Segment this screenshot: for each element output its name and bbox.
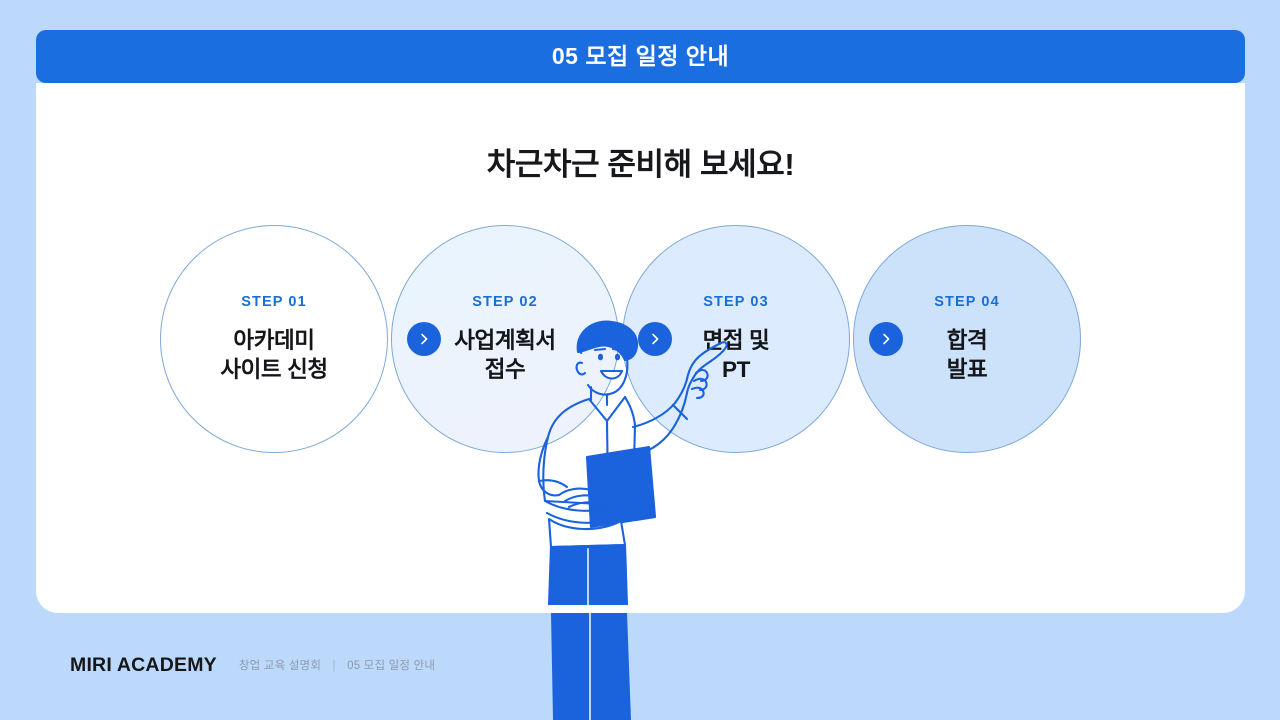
step-circle-1[interactable]: STEP 01 아카데미 사이트 신청 <box>160 225 388 453</box>
step-title-3-line1: 면접 및 <box>702 327 770 353</box>
step-title-4: 합격 발표 <box>947 327 988 385</box>
footer: MIRI ACADEMY 창업 교육 설명회 | 05 모집 일정 안내 <box>70 652 435 678</box>
step-connector-2 <box>638 322 672 356</box>
step-title-2-line2: 접수 <box>484 356 526 382</box>
step-title-2-line1: 사업계획서 <box>454 327 556 353</box>
step-title-4-line2: 발표 <box>946 356 988 382</box>
step-title-1-line1: 아카데미 <box>233 327 315 353</box>
steps-row: STEP 01 아카데미 사이트 신청 STEP 02 사업계획서 접수 STE… <box>160 225 1120 457</box>
chevron-right-icon <box>417 332 431 346</box>
footer-meta: 창업 교육 설명회 | 05 모집 일정 안내 <box>239 657 435 673</box>
footer-meta-right: 05 모집 일정 안내 <box>347 660 436 672</box>
step-circle-4[interactable]: STEP 04 합격 발표 <box>853 225 1081 453</box>
slide-header-bar: 05 모집 일정 안내 <box>36 30 1245 83</box>
step-connector-1 <box>407 322 441 356</box>
footer-meta-left: 창업 교육 설명회 <box>238 660 322 672</box>
presenter-legs <box>551 613 711 720</box>
footer-separator: | <box>332 660 336 672</box>
step-label-2: STEP 02 <box>472 293 538 310</box>
step-label-1: STEP 01 <box>241 293 307 310</box>
step-title-1: 아카데미 사이트 신청 <box>220 327 328 385</box>
step-title-3: 면접 및 PT <box>703 327 770 385</box>
step-label-4: STEP 04 <box>934 293 1000 310</box>
step-title-4-line1: 합격 <box>946 327 988 353</box>
content-card: 차근차근 준비해 보세요! STEP 01 아카데미 사이트 신청 STEP 0… <box>36 83 1245 613</box>
step-title-1-line2: 사이트 신청 <box>220 356 328 382</box>
step-title-2: 사업계획서 접수 <box>454 327 556 385</box>
page-title: 05 모집 일정 안내 <box>551 43 730 69</box>
brand-logo-text: MIRI ACADEMY <box>70 653 217 676</box>
step-connector-3 <box>869 322 903 356</box>
step-label-3: STEP 03 <box>703 293 769 310</box>
main-heading: 차근차근 준비해 보세요! <box>486 147 795 182</box>
chevron-right-icon <box>648 332 662 346</box>
step-title-3-line2: PT <box>722 356 750 382</box>
chevron-right-icon <box>879 332 893 346</box>
pointing-presenter-illustration <box>515 305 745 605</box>
